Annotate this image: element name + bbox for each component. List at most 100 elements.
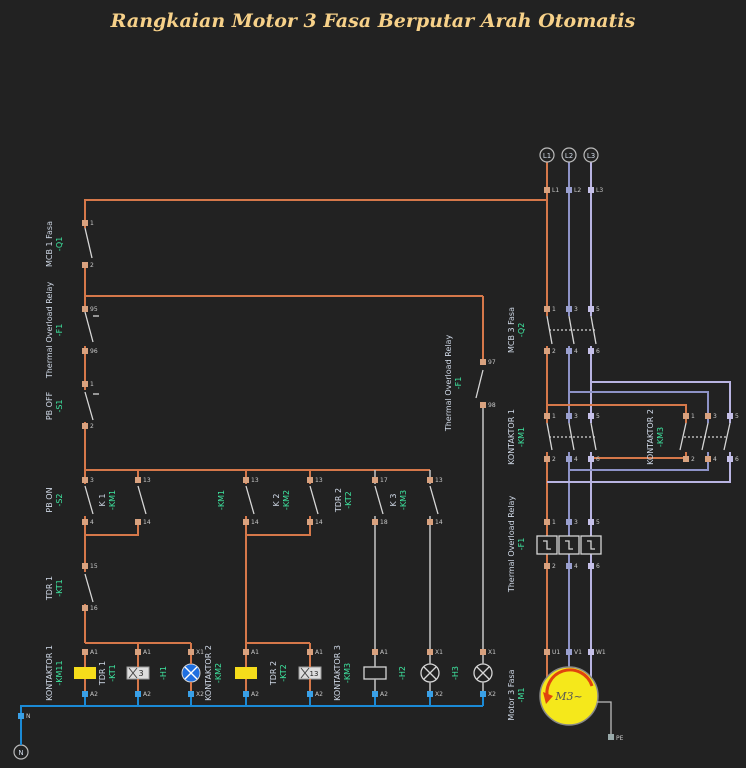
pin-marker <box>544 413 550 419</box>
l1-terminal <box>539 147 555 163</box>
pin-marker <box>135 649 141 655</box>
tor-lamp-contact <box>475 369 484 399</box>
pin-label: 2 <box>552 456 556 463</box>
pin-label: 6 <box>596 456 600 463</box>
pin-label: 3 <box>574 306 578 313</box>
tdr1-contact-name: TDR 1 <box>45 576 54 601</box>
pin-marker <box>544 306 550 312</box>
pin-marker <box>588 187 594 193</box>
pin-label: L1 <box>552 187 559 194</box>
pin-label: 15 <box>90 563 98 570</box>
load-h1-tag: -H1 <box>159 666 168 680</box>
k2-tag: -KM2 <box>282 490 291 510</box>
pin-marker <box>372 691 378 697</box>
pin-label: 97 <box>488 359 496 366</box>
pin-marker <box>683 456 689 462</box>
pin-marker <box>427 519 433 525</box>
pin-marker <box>588 563 594 569</box>
pin-label: 6 <box>596 563 600 570</box>
pin-label: 3 <box>90 477 94 484</box>
pin-label: 13 <box>435 477 443 484</box>
component-labels: MCB 1 Fasa -Q1 Thermal Overload Relay -F… <box>45 221 665 721</box>
tdr1-value: 3 <box>138 669 143 678</box>
pin-label: 2 <box>691 456 695 463</box>
pin-label: 13 <box>251 477 259 484</box>
pin-marker <box>566 649 572 655</box>
pin-label: U1 <box>552 649 560 656</box>
pin-label: X1 <box>435 649 443 656</box>
pin-label: 3 <box>574 519 578 526</box>
pin-label: X2 <box>435 691 443 698</box>
pin-marker <box>566 348 572 354</box>
kontaktor2-main-name: KONTAKTOR 2 <box>646 409 655 465</box>
pin-marker <box>683 413 689 419</box>
power-wires <box>84 162 731 705</box>
pin-label: A2 <box>315 691 323 698</box>
pb-on-tag: -S2 <box>55 493 64 506</box>
load-kontaktor2-tag: -KM2 <box>214 663 223 683</box>
tor-main-heaters <box>536 535 602 555</box>
pin-label: 98 <box>488 402 496 409</box>
pin-marker <box>544 649 550 655</box>
kontaktor3-coil <box>363 666 387 680</box>
pin-marker <box>727 413 733 419</box>
load-kontaktor3-tag: -KM3 <box>343 663 352 683</box>
motor-symbol: M3~ <box>554 690 582 703</box>
pin-label: X1 <box>196 649 204 656</box>
mcb3-name: MCB 3 Fasa <box>507 307 516 353</box>
kontaktor2-coil <box>235 667 257 679</box>
pin-marker <box>427 691 433 697</box>
l3-terminal <box>583 147 599 163</box>
pin-label: 14 <box>143 519 151 526</box>
pin-marker <box>307 691 313 697</box>
load-kontaktor1-tag: -KM11 <box>55 660 64 685</box>
pin-marker <box>544 456 550 462</box>
control-wires-grey <box>374 405 484 652</box>
pin-label: 4 <box>574 348 578 355</box>
km2-holding-contact <box>309 485 319 515</box>
pin-marker <box>243 477 249 483</box>
pin-marker <box>307 519 313 525</box>
pin-label: L2 <box>574 187 581 194</box>
pin-marker <box>480 402 486 408</box>
tdr2-contact-name: TDR 2 <box>334 488 343 513</box>
motor-name: Motor 3 Fasa <box>507 669 516 720</box>
pin-marker <box>566 187 572 193</box>
pin-label: 5 <box>596 306 600 313</box>
pin-label: 1 <box>90 381 94 388</box>
pin-marker <box>307 649 313 655</box>
pin-label: 2 <box>552 348 556 355</box>
pin-label: A1 <box>380 649 388 656</box>
pin-marker <box>588 456 594 462</box>
pin-label: 5 <box>596 413 600 420</box>
pin-label: 1 <box>552 413 556 420</box>
pin-label: 18 <box>380 519 388 526</box>
pb-on-name: PB ON <box>45 487 54 512</box>
load-tdr1-name: TDR 1 <box>98 661 107 686</box>
pin-marker <box>243 519 249 525</box>
pin-label: 4 <box>90 519 94 526</box>
k3-name: K 3 <box>389 494 398 507</box>
kontaktor2-pole-3 <box>723 422 731 451</box>
pe-label: PE <box>616 735 624 742</box>
k3-contact <box>429 485 439 515</box>
pin-marker <box>82 306 88 312</box>
pin-label: A2 <box>251 691 259 698</box>
load-kontaktor2-name: KONTAKTOR 2 <box>204 645 213 701</box>
pin-label: X1 <box>488 649 496 656</box>
l1-label: L1 <box>543 152 551 160</box>
pin-label: X2 <box>488 691 496 698</box>
pb-off-tag: -S1 <box>55 399 64 412</box>
pin-label: A1 <box>90 649 98 656</box>
pin-label: 6 <box>735 456 739 463</box>
load-h2-tag: -H2 <box>398 666 407 680</box>
pin-marker <box>566 519 572 525</box>
pin-label: 14 <box>315 519 323 526</box>
load-tdr1-tag: -KT1 <box>108 664 117 682</box>
pin-label: 2 <box>90 262 94 269</box>
tor-lamp-name: Thermal Overload Relay <box>444 335 453 433</box>
pin-label: 13 <box>315 477 323 484</box>
kontaktor2-l3-wire <box>547 381 731 483</box>
rotation-arrow-icon <box>545 668 594 701</box>
pin-marker <box>82 649 88 655</box>
